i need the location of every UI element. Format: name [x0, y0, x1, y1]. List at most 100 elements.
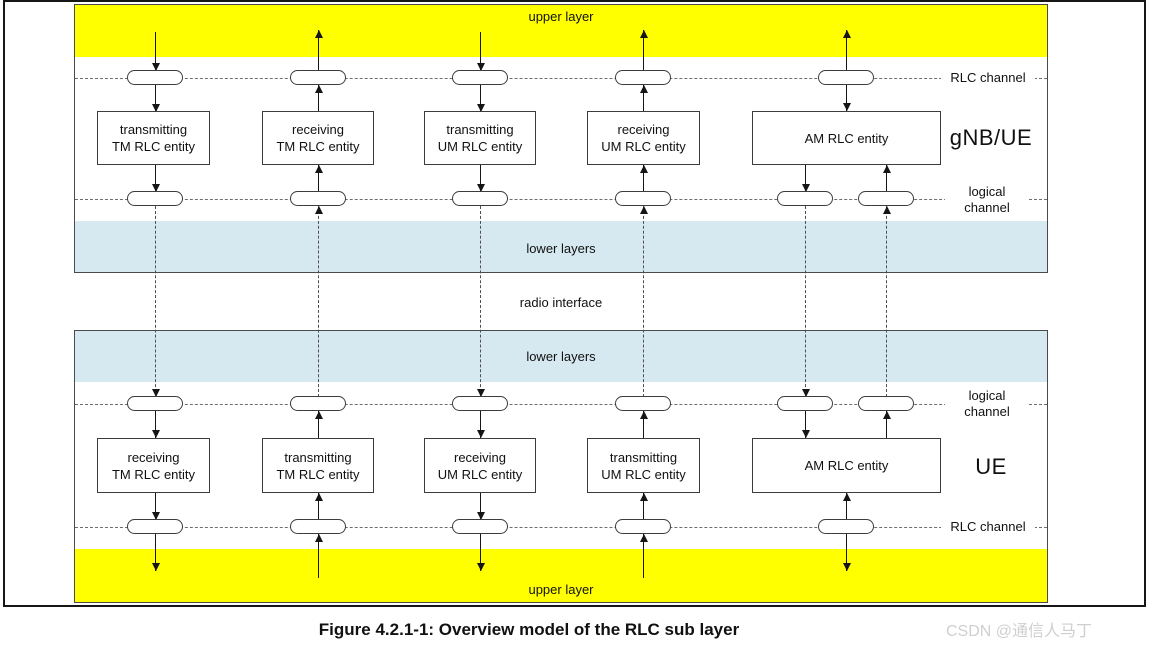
sap-pill: [127, 396, 183, 411]
entity-label: TM RLC entity: [276, 466, 360, 482]
sap-pill: [452, 70, 508, 85]
arrow-down: [152, 534, 160, 571]
lower-layers-label-bottom: lower layers: [526, 349, 596, 364]
radio-link-dashed-up: [640, 206, 648, 397]
entity-box-am-top: AM RLC entity: [752, 111, 941, 165]
sap-pill: [777, 396, 833, 411]
arrow-up: [640, 85, 648, 112]
sap-pill: [818, 519, 874, 534]
lower-layers-label-top: lower layers: [526, 241, 596, 256]
logical-channel-line-top: [75, 199, 1047, 200]
sap-pill: [615, 396, 671, 411]
entity-label: UM RLC entity: [437, 139, 523, 154]
channel-label-line: channel: [964, 404, 1010, 419]
outer-frame: [3, 0, 1146, 607]
entity-label: transmitting: [119, 122, 188, 137]
arrow-up: [315, 534, 323, 578]
rlc-channel-line-top: [75, 78, 1047, 79]
entity-box-tx-tm-bottom: transmitting TM RLC entity: [262, 438, 374, 493]
arrow-up: [640, 534, 648, 578]
logical-channel-label-top: logical channel: [945, 184, 1029, 216]
entity-box-rx-tm-bottom: receiving TM RLC entity: [97, 438, 210, 493]
arrow-down: [152, 32, 160, 71]
radio-interface-label: radio interface: [519, 295, 603, 310]
upper-layer-band-top: [75, 5, 1047, 57]
ue-label: UE: [975, 454, 1007, 479]
radio-link-dashed-down: [152, 206, 160, 397]
upper-layer-band-bottom: [75, 549, 1047, 602]
rlc-channel-label-bottom: RLC channel: [941, 519, 1035, 534]
entity-label: UM RLC entity: [601, 139, 686, 154]
lower-layers-band-bottom: [75, 331, 1047, 382]
logical-channel-label-bottom: logical channel: [945, 388, 1029, 420]
logical-channel-line-bottom: [75, 404, 1047, 405]
entity-box-tx-tm-top: transmitting TM RLC entity: [97, 111, 210, 165]
sap-pill: [290, 519, 346, 534]
sap-pill: [452, 191, 508, 206]
arrow-up: [315, 30, 323, 70]
arrow-down: [477, 32, 485, 71]
logical-label-line: logical: [968, 184, 1006, 199]
rlc-channel-label-top: RLC channel: [941, 70, 1035, 85]
arrow-up: [640, 165, 648, 192]
entity-box-tx-um-top: transmitting UM RLC entity: [424, 111, 536, 165]
sap-pill: [615, 70, 671, 85]
entity-label: TM RLC entity: [111, 466, 196, 482]
arrow-down: [152, 85, 160, 112]
entity-label: receiving: [127, 449, 180, 465]
entity-label: AM RLC entity: [804, 458, 889, 473]
arrow-down: [802, 165, 810, 192]
sap-pill: [290, 70, 346, 85]
sap-pill: [452, 519, 508, 534]
sap-pill: [127, 519, 183, 534]
upper-layer-label-bottom: upper layer: [528, 582, 594, 597]
entity-label: TM RLC entity: [276, 139, 360, 154]
arrow-down: [802, 411, 810, 438]
entity-box-rx-um-top: receiving UM RLC entity: [587, 111, 700, 165]
sap-pill: [615, 519, 671, 534]
arrow-down: [477, 85, 485, 112]
entity-label: receiving: [617, 122, 670, 137]
arrow-down: [477, 411, 485, 438]
arrow-up: [315, 493, 323, 520]
arrow-down: [477, 165, 485, 192]
entity-label: AM RLC entity: [804, 130, 889, 146]
sap-pill: [615, 191, 671, 206]
radio-link-dashed-up: [315, 206, 323, 397]
entity-label: transmitting: [284, 449, 352, 465]
lower-layers-band-top: [75, 221, 1047, 272]
sap-pill: [777, 191, 833, 206]
upper-layer-label-top: upper layer: [528, 9, 594, 24]
arrow-down: [152, 165, 160, 192]
arrow-down: [152, 493, 160, 520]
rlc-channel-line-bottom: [75, 527, 1047, 528]
radio-link-dashed-down: [802, 206, 810, 397]
arrow-up: [640, 411, 648, 438]
arrow-up: [315, 411, 323, 438]
sap-pill: [858, 396, 914, 411]
sap-pill: [290, 191, 346, 206]
logical-label-line: logical: [968, 388, 1006, 403]
gnb-ue-label: gNB/UE: [949, 125, 1033, 150]
sap-pill: [858, 191, 914, 206]
arrow-up: [315, 85, 323, 112]
entity-label: TM RLC entity: [111, 139, 196, 154]
entity-label: UM RLC entity: [601, 466, 686, 482]
entity-label: receiving: [453, 449, 507, 465]
channel-label-line: channel: [964, 200, 1010, 215]
arrow-up: [640, 493, 648, 520]
arrow-down: [477, 534, 485, 571]
arrow-down: [477, 493, 485, 520]
arrow-up: [640, 30, 648, 70]
arrow-up: [883, 411, 891, 438]
entity-label: receiving: [291, 122, 345, 137]
radio-link-dashed-down: [477, 206, 485, 397]
entity-box-rx-um-bottom: receiving UM RLC entity: [424, 438, 536, 493]
entity-label: transmitting: [446, 122, 514, 137]
entity-box-am-bottom: AM RLC entity: [752, 438, 941, 493]
sap-pill: [127, 191, 183, 206]
sap-pill: [127, 70, 183, 85]
figure-caption: Figure 4.2.1-1: Overview model of the RL…: [318, 620, 740, 639]
arrow-up: [883, 165, 891, 192]
